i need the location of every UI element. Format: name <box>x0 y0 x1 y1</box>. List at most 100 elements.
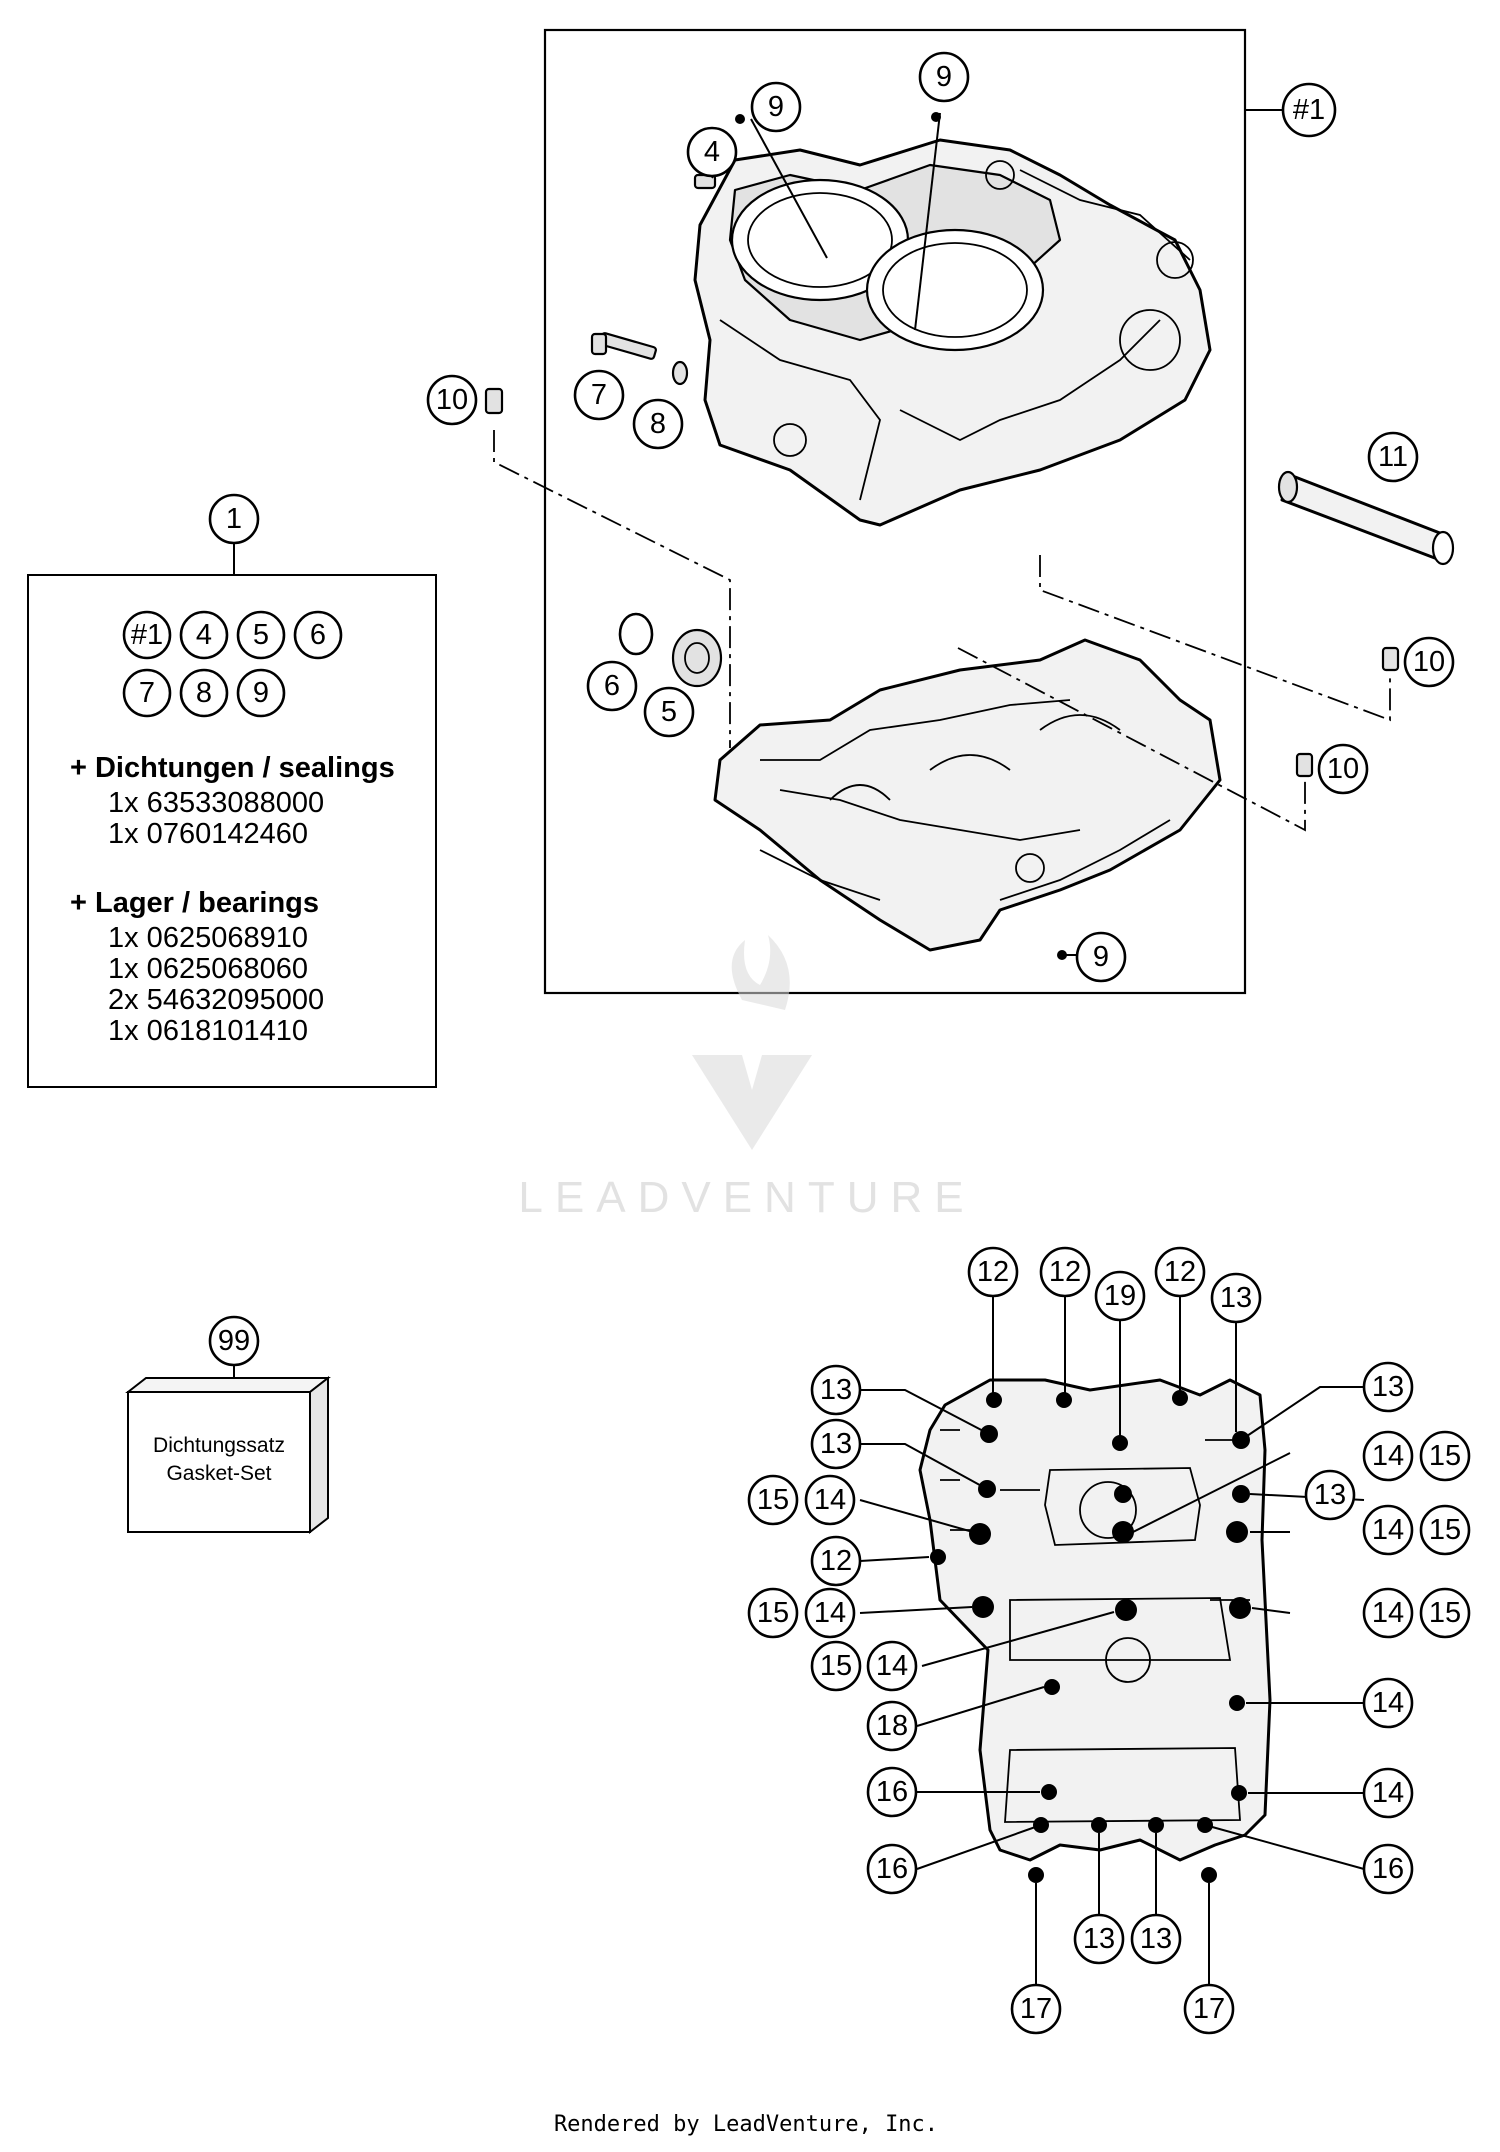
svg-text:11: 11 <box>1378 441 1408 473</box>
svg-text:7: 7 <box>591 379 607 411</box>
bearing-line: 1x 0618101410 <box>108 1015 308 1047</box>
callout-14: 14 <box>1362 1587 1414 1639</box>
callout-10-middle: 10 <box>1317 743 1369 795</box>
callout-19: 19 <box>1094 1270 1146 1322</box>
callout-13: 13 <box>1210 1272 1262 1324</box>
callout-15: 15 <box>1419 1504 1471 1556</box>
svg-text:99: 99 <box>218 1325 250 1357</box>
svg-text:14: 14 <box>1372 1514 1404 1546</box>
callout-11: 11 <box>1367 431 1419 483</box>
callout-16: 16 <box>866 1843 918 1895</box>
callout-ref-1: #1 <box>1281 82 1337 138</box>
svg-text:14: 14 <box>1372 1777 1404 1809</box>
svg-text:13: 13 <box>1372 1371 1404 1403</box>
svg-text:15: 15 <box>1429 1440 1461 1472</box>
svg-text:#1: #1 <box>131 619 163 651</box>
bearing-line: 1x 0625068060 <box>108 953 308 985</box>
callout-7: 7 <box>573 369 625 421</box>
callout-15: 15 <box>1419 1587 1471 1639</box>
assembly-frame <box>543 28 1247 995</box>
svg-text:12: 12 <box>820 1545 852 1577</box>
gasket-set-label-en: Gasket-Set <box>166 1462 271 1485</box>
svg-text:13: 13 <box>1220 1282 1252 1314</box>
svg-text:12: 12 <box>1164 1256 1196 1288</box>
svg-text:15: 15 <box>1429 1514 1461 1546</box>
callout-13: 13 <box>1362 1361 1414 1413</box>
callout-9-top-right: 9 <box>918 51 970 103</box>
callout-13: 13 <box>810 1364 862 1416</box>
washer-8 <box>671 360 689 386</box>
callout-4: 4 <box>686 126 738 178</box>
leadventure-watermark-logo <box>692 935 812 1150</box>
svg-text:10: 10 <box>436 384 468 416</box>
o-ring-6 <box>618 612 654 656</box>
dowel-10-right <box>1381 646 1400 672</box>
svg-text:18: 18 <box>876 1710 908 1742</box>
svg-text:7: 7 <box>139 677 155 709</box>
callout-16: 16 <box>1362 1843 1414 1895</box>
callout-15: 15 <box>747 1474 799 1526</box>
svg-text:8: 8 <box>650 408 666 440</box>
sealing-line: 1x 63533088000 <box>108 787 324 819</box>
svg-text:14: 14 <box>1372 1687 1404 1719</box>
svg-text:6: 6 <box>310 619 326 651</box>
svg-text:14: 14 <box>814 1484 846 1516</box>
svg-text:10: 10 <box>1413 646 1445 678</box>
svg-text:9: 9 <box>1093 941 1109 973</box>
callout-14: 14 <box>804 1474 856 1526</box>
callout-12: 12 <box>810 1535 862 1587</box>
gasket-set-label-de: Dichtungssatz <box>153 1434 285 1457</box>
svg-text:15: 15 <box>757 1597 789 1629</box>
svg-text:9: 9 <box>253 677 269 709</box>
callout-18: 18 <box>866 1700 918 1752</box>
bolt-7 <box>590 332 657 360</box>
kit-box <box>27 574 437 1088</box>
shaft-seal-5 <box>671 628 723 688</box>
callout-13: 13 <box>1130 1913 1182 1965</box>
callout-14: 14 <box>1362 1504 1414 1556</box>
svg-text:16: 16 <box>876 1776 908 1808</box>
gasket-set-box <box>125 1375 331 1535</box>
kit-ref-row1: #1 4 5 6 <box>122 610 343 660</box>
bearing-line: 2x 54632095000 <box>108 984 324 1016</box>
svg-text:13: 13 <box>820 1374 852 1406</box>
callout-9-bottom: 9 <box>1075 931 1127 983</box>
callout-10-right: 10 <box>1403 636 1455 688</box>
svg-text:#1: #1 <box>1293 94 1325 126</box>
svg-text:9: 9 <box>936 61 952 93</box>
callout-15: 15 <box>810 1640 862 1692</box>
svg-text:12: 12 <box>1049 1256 1081 1288</box>
svg-text:13: 13 <box>1314 1479 1346 1511</box>
callout-14: 14 <box>804 1587 856 1639</box>
svg-text:15: 15 <box>820 1650 852 1682</box>
svg-text:5: 5 <box>253 619 269 651</box>
svg-text:12: 12 <box>977 1256 1009 1288</box>
callout-14: 14 <box>1362 1430 1414 1482</box>
svg-text:19: 19 <box>1104 1280 1136 1312</box>
shaft-11 <box>1277 470 1455 566</box>
svg-text:13: 13 <box>820 1428 852 1460</box>
svg-text:6: 6 <box>604 670 620 702</box>
callout-12: 12 <box>1154 1246 1206 1298</box>
dowel-10-left <box>484 387 504 415</box>
svg-text:14: 14 <box>1372 1440 1404 1472</box>
svg-text:13: 13 <box>1083 1923 1115 1955</box>
svg-text:4: 4 <box>196 619 212 651</box>
callout-14: 14 <box>1362 1677 1414 1729</box>
footer-credit: Rendered by LeadVenture, Inc. <box>554 2112 938 2137</box>
callout-12: 12 <box>967 1246 1019 1298</box>
callout-5: 5 <box>643 686 695 738</box>
callout-1: 1 <box>208 493 260 545</box>
upper-crankcase <box>693 138 1212 527</box>
crankcase-bottom-view <box>918 1378 1272 1862</box>
svg-text:16: 16 <box>1372 1853 1404 1885</box>
watermark-text: LEADVENTURE <box>518 1173 975 1222</box>
svg-text:14: 14 <box>876 1650 908 1682</box>
bottom-view-leaders <box>859 1296 1365 1985</box>
callout-13: 13 <box>1304 1469 1356 1521</box>
callout-15: 15 <box>747 1587 799 1639</box>
callout-10-left: 10 <box>426 374 478 426</box>
svg-text:17: 17 <box>1020 1993 1052 2025</box>
callout-15: 15 <box>1419 1430 1471 1482</box>
